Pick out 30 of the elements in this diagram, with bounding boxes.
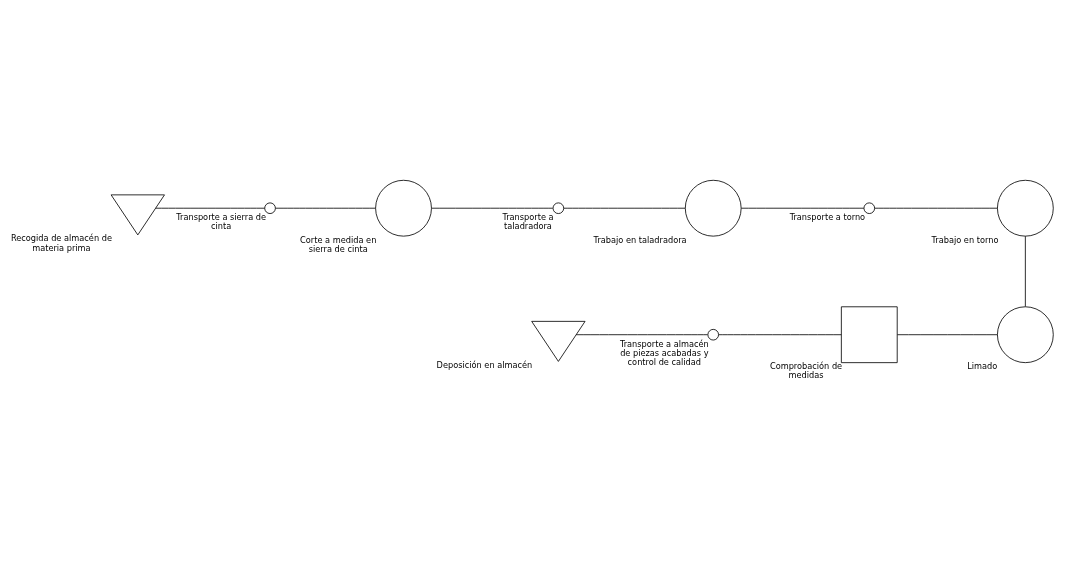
- node-label: Transporte a taladradora: [502, 212, 554, 232]
- node-circle: [997, 306, 1054, 364]
- node-label: Transporte a almacén de piezas acabadas y control de calidad: [619, 338, 709, 367]
- node-label: Recogida de almacén de materia prima: [10, 233, 112, 253]
- node-label: Transporte a torno: [789, 212, 866, 223]
- node-label: Transporte a sierra de cinta: [176, 212, 267, 232]
- connector: [563, 207, 686, 209]
- node-circle: [375, 179, 432, 237]
- node-circle: [552, 202, 565, 214]
- node-circle: [264, 202, 276, 214]
- connector: [740, 207, 865, 209]
- node-circle: [997, 179, 1054, 237]
- node-label: Trabajo en taladradora: [593, 234, 687, 245]
- node-label: Limado: [967, 361, 998, 372]
- node-label: Trabajo en torno: [931, 234, 999, 245]
- node-circle: [707, 328, 719, 341]
- node-circle: [863, 202, 876, 214]
- connector: [155, 207, 266, 209]
- connector: [275, 207, 376, 209]
- connector: [896, 334, 998, 336]
- node-circle: [684, 179, 742, 237]
- connector: [874, 207, 998, 209]
- connector: [431, 207, 554, 209]
- node-box: [840, 306, 898, 364]
- node-label: Comprobación de medidas: [769, 361, 843, 381]
- connector: [575, 334, 709, 336]
- connector: [1024, 235, 1026, 307]
- node-label: Corte a medida en sierra de cinta: [300, 234, 377, 254]
- connector: [718, 334, 842, 336]
- node-label: Deposición en almacén: [436, 359, 533, 370]
